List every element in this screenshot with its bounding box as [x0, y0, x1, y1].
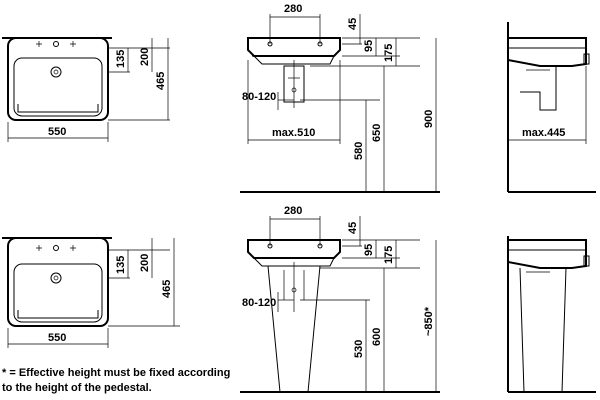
top-front-view: 280 45 95 175 80-120 max.510 580 650 900	[240, 3, 440, 193]
top-tap-holes	[36, 41, 76, 47]
bottom-tap-holes	[36, 245, 76, 251]
top-front-bowl-bottom	[253, 55, 335, 65]
top-dim-175: 175	[383, 44, 395, 62]
bottom-towel-rail	[17, 310, 99, 319]
top-towel-rail	[17, 104, 99, 113]
bottom-dim-600: 600	[371, 328, 383, 346]
bottom-dim-850: ~850*	[423, 306, 435, 336]
bottom-dim-200: 200	[139, 254, 151, 272]
bottom-side-view	[507, 236, 596, 393]
top-dim-95: 95	[363, 40, 375, 52]
bottom-side-basin	[507, 239, 587, 269]
bottom-dim-175: 175	[383, 246, 395, 264]
top-drain-icon	[50, 66, 62, 78]
bottom-front-view: 280 45 95 175 80-120 530 600 ~850*	[240, 205, 440, 393]
bottom-bowl-outline	[13, 263, 103, 323]
top-max-width: max.510	[272, 127, 315, 139]
bottom-front-basin	[247, 239, 341, 259]
top-dim-580: 580	[353, 142, 365, 160]
bottom-side-pedestal	[519, 267, 567, 393]
footnote: * = Effective height must be fixed accor…	[2, 366, 230, 396]
bottom-basin-outline	[7, 237, 109, 327]
bottom-depth-dimension: 465	[161, 280, 173, 298]
bottom-dim-135: 135	[115, 256, 127, 274]
footnote-line-1: * = Effective height must be fixed accor…	[2, 367, 231, 379]
top-tap-spacing: 280	[284, 3, 302, 15]
top-plan-view: 550 135 200 465	[2, 37, 170, 142]
bottom-drain-icon	[50, 272, 62, 284]
top-side-siphon	[520, 65, 557, 111]
bottom-dim-45: 45	[347, 222, 359, 234]
top-dim-135: 135	[115, 50, 127, 68]
bottom-dim-95: 95	[363, 244, 375, 256]
top-dim-900: 900	[423, 110, 435, 128]
top-dim-650: 650	[371, 124, 383, 142]
bottom-tap-spacing: 280	[284, 205, 302, 217]
top-bowl-outline	[13, 57, 103, 117]
bottom-width-dimension: 550	[48, 332, 66, 344]
top-basin-outline	[7, 37, 109, 121]
bottom-dim-530: 530	[353, 340, 365, 358]
top-max-depth: max.445	[522, 127, 565, 139]
footnote-line-2: to the height of the pedestal.	[2, 382, 152, 394]
top-side-view: max.445	[507, 22, 596, 193]
top-dim-45: 45	[347, 18, 359, 30]
top-width-dimension: 550	[48, 126, 66, 138]
bottom-waste-range: 80-120	[242, 297, 276, 309]
top-depth-dimension: 465	[155, 72, 167, 90]
bottom-pedestal	[267, 265, 321, 393]
top-side-basin	[507, 37, 587, 67]
top-front-basin	[247, 37, 341, 57]
bottom-plan-view: 550 135 200 465	[2, 237, 180, 348]
top-dim-200: 200	[139, 48, 151, 66]
top-waste-range: 80-120	[242, 91, 276, 103]
